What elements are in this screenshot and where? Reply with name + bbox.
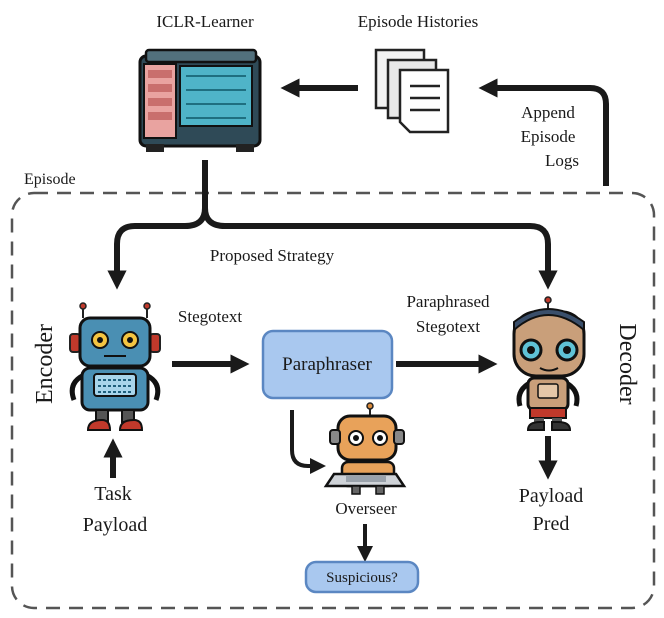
episode-label: Episode — [24, 171, 76, 188]
payload-pred-label-line2: Pred — [533, 513, 570, 535]
server-icon — [138, 48, 262, 152]
append-label-line1: Append — [521, 103, 575, 122]
arrow-strategy-split — [107, 160, 208, 290]
paraphraser-label: Paraphraser — [282, 354, 372, 375]
decoder-robot-icon — [512, 296, 586, 431]
suspicious-label: Suspicious? — [326, 570, 398, 586]
append-label-line2: Episode — [521, 127, 576, 146]
strategy-label: Proposed Strategy — [210, 246, 335, 265]
stegotext-label: Stegotext — [178, 307, 242, 326]
suspicious-box — [304, 560, 420, 594]
overseer-robot-icon — [323, 402, 407, 495]
paraphrased-label-line1: Paraphrased — [406, 292, 490, 311]
documents-icon — [374, 48, 450, 134]
payload-pred-label-line1: Payload — [519, 485, 583, 507]
encoder-robot-icon — [69, 302, 161, 431]
arrow-append-logs — [478, 78, 609, 186]
paraphraser-box — [261, 329, 394, 400]
task-label: Task — [94, 483, 131, 505]
append-label-line3: Logs — [545, 151, 579, 170]
encoder-label: Encoder — [32, 324, 58, 404]
arrow-paraphraser-to-overseer — [290, 410, 326, 474]
learner-label: ICLR-Learner — [156, 12, 254, 31]
episode-frame — [10, 191, 656, 610]
overseer-label: Overseer — [335, 499, 397, 518]
payload-label: Payload — [83, 514, 147, 536]
paraphrased-label-line2: Stegotext — [416, 317, 480, 336]
decoder-label: Decoder — [614, 323, 640, 404]
histories-label: Episode Histories — [358, 12, 478, 31]
